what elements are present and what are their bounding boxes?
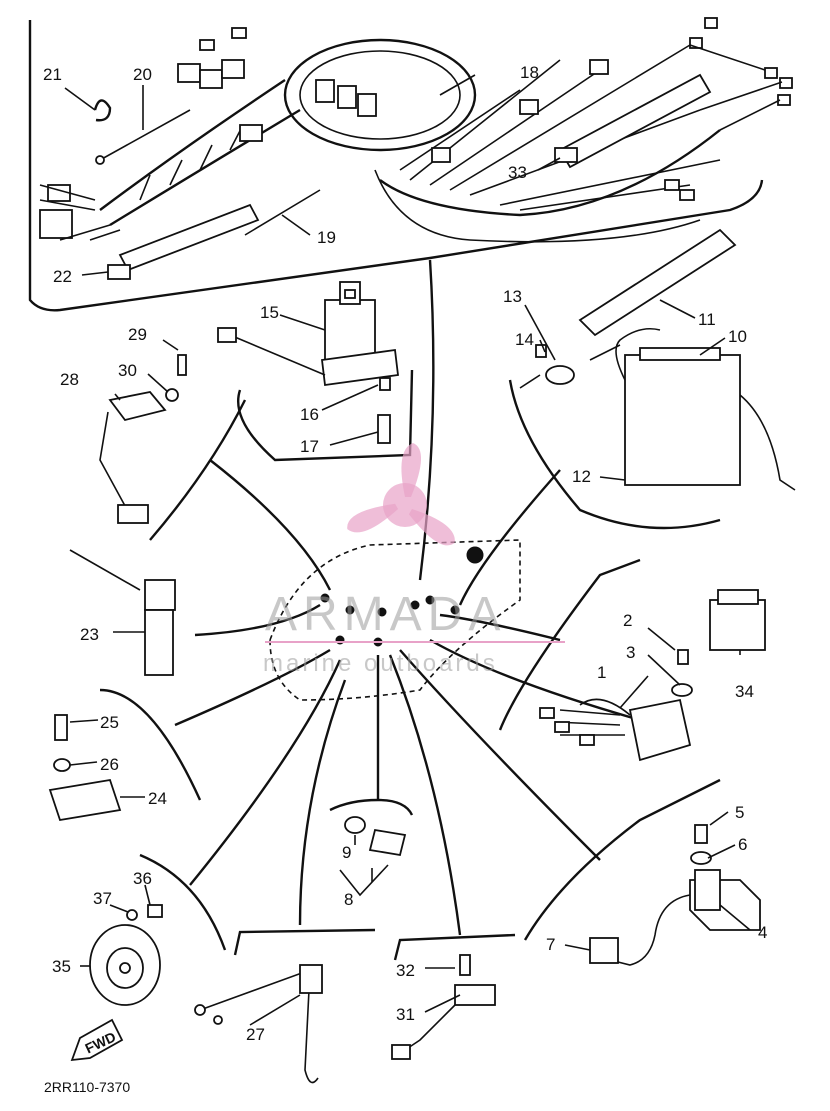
cable-tie-22 xyxy=(107,203,260,280)
callout-18: 18 xyxy=(520,63,539,82)
main-switch-group xyxy=(217,281,414,462)
callout-11: 11 xyxy=(698,310,716,329)
callout-7: 7 xyxy=(546,935,555,954)
callout-3: 3 xyxy=(626,643,635,662)
callout-15: 15 xyxy=(260,303,279,322)
cable-tie-33 xyxy=(554,73,712,169)
callout-32: 32 xyxy=(396,961,415,980)
callout-19: 19 xyxy=(317,228,336,247)
callout-30: 30 xyxy=(118,361,137,380)
motorcycle-frame-outline xyxy=(174,259,641,936)
cable-tie-20-end xyxy=(95,155,105,165)
watermark-tagline: marine outboards xyxy=(263,650,498,677)
callout-35: 35 xyxy=(52,957,71,976)
clamp-21 xyxy=(93,99,112,122)
callout-29: 29 xyxy=(128,325,147,344)
callout-12: 12 xyxy=(572,467,591,486)
callout-5: 5 xyxy=(735,803,744,822)
watermark: ARMADA marine outboards xyxy=(263,443,565,677)
forward-direction-arrow: FWD xyxy=(70,1018,124,1062)
callout-28: 28 xyxy=(60,370,79,389)
callout-9: 9 xyxy=(342,843,351,862)
callout-27: 27 xyxy=(246,1025,265,1044)
callout-10: 10 xyxy=(728,327,747,346)
callout-13: 13 xyxy=(503,287,522,306)
callout-16: 16 xyxy=(300,405,319,424)
callout-36: 36 xyxy=(133,869,152,888)
callout-1: 1 xyxy=(597,663,606,682)
callout-33: 33 xyxy=(508,163,527,182)
callout-22: 22 xyxy=(53,267,72,286)
callout-34: 34 xyxy=(735,682,754,701)
flasher-unit-group xyxy=(99,354,247,541)
callout-4: 4 xyxy=(758,923,767,942)
callout-24: 24 xyxy=(148,789,167,808)
callout-leader-lines xyxy=(64,74,751,1026)
starter-relay-group xyxy=(48,549,202,822)
callout-2: 2 xyxy=(623,611,632,630)
horn-group xyxy=(89,853,227,1006)
cable-tie-20 xyxy=(99,109,191,161)
callout-17: 17 xyxy=(300,437,319,456)
callout-31: 31 xyxy=(396,1005,415,1024)
callout-26: 26 xyxy=(100,755,119,774)
callout-14: 14 xyxy=(515,330,534,349)
callout-8: 8 xyxy=(344,890,353,909)
main-wire-harness xyxy=(39,17,793,241)
cdi-unit-group xyxy=(498,558,766,762)
watermark-brand: ARMADA xyxy=(265,588,506,641)
battery-group xyxy=(508,228,796,530)
bottom-sensor-panels xyxy=(194,928,516,1084)
cable-tie-19 xyxy=(244,189,321,236)
callout-6: 6 xyxy=(738,835,747,854)
harness-panel-outline xyxy=(28,20,764,312)
callout-21: 21 xyxy=(43,65,62,84)
neutral-switch-group xyxy=(329,798,414,897)
diagram-code: 2RR110-7370 xyxy=(44,1079,130,1095)
propeller-logo-icon xyxy=(347,443,455,546)
callout-37: 37 xyxy=(93,889,112,908)
callout-20: 20 xyxy=(133,65,152,84)
ignition-coil-group xyxy=(523,778,761,966)
callout-25: 25 xyxy=(100,713,119,732)
callout-23: 23 xyxy=(80,625,99,644)
callout-labels: 1 2 3 4 5 6 7 8 9 10 11 12 13 14 15 16 1… xyxy=(43,63,767,1044)
